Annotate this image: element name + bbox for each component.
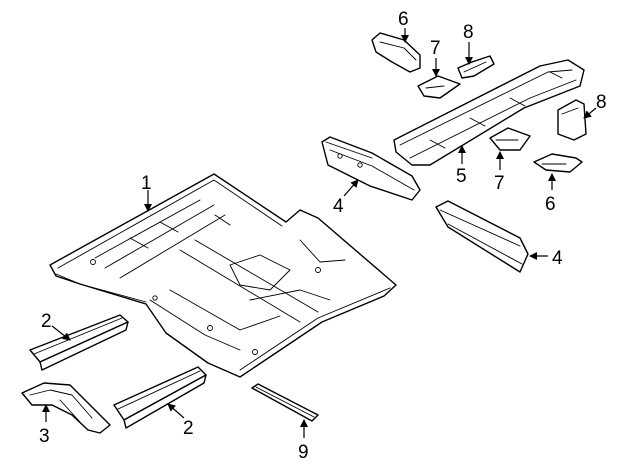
leader-2-right [167, 403, 185, 419]
leader-2-left [51, 325, 71, 341]
callout-4-rear: 4 [552, 248, 563, 269]
callout-leaders [42, 28, 597, 438]
leader-4-front [343, 179, 359, 197]
callout-4-front: 4 [333, 196, 344, 217]
callout-7-upper: 7 [430, 38, 441, 59]
lower-extension [557, 99, 587, 141]
callout-6-lower: 6 [545, 194, 556, 215]
upper-gusset [417, 75, 461, 99]
floor-pan [49, 173, 397, 378]
brace [251, 383, 319, 422]
leader-8-lower [583, 107, 597, 119]
callout-8-upper: 8 [463, 22, 474, 43]
callout-6-upper: 6 [398, 9, 409, 30]
callout-8-lower: 8 [596, 92, 607, 113]
callout-2-right: 2 [183, 418, 194, 439]
callout-labels: 1 2 2 3 4 4 5 6 6 7 7 8 8 9 [39, 9, 607, 463]
rear-crossmember [435, 200, 529, 273]
callout-1: 1 [141, 173, 152, 194]
callout-9: 9 [298, 442, 309, 463]
callout-5: 5 [456, 166, 467, 187]
upper-bracket [371, 32, 421, 73]
rocker-reinforcement-right [113, 366, 207, 429]
lower-bracket [533, 153, 583, 173]
lower-gusset [489, 127, 531, 151]
rear-rail [393, 59, 585, 166]
upper-extension [457, 55, 495, 79]
callout-7-lower: 7 [494, 173, 505, 194]
front-bracket [21, 382, 111, 434]
callout-3: 3 [39, 426, 50, 447]
front-crossmember [321, 136, 421, 201]
rocker-reinforcement-left [29, 314, 129, 371]
callout-2-left: 2 [41, 311, 52, 332]
